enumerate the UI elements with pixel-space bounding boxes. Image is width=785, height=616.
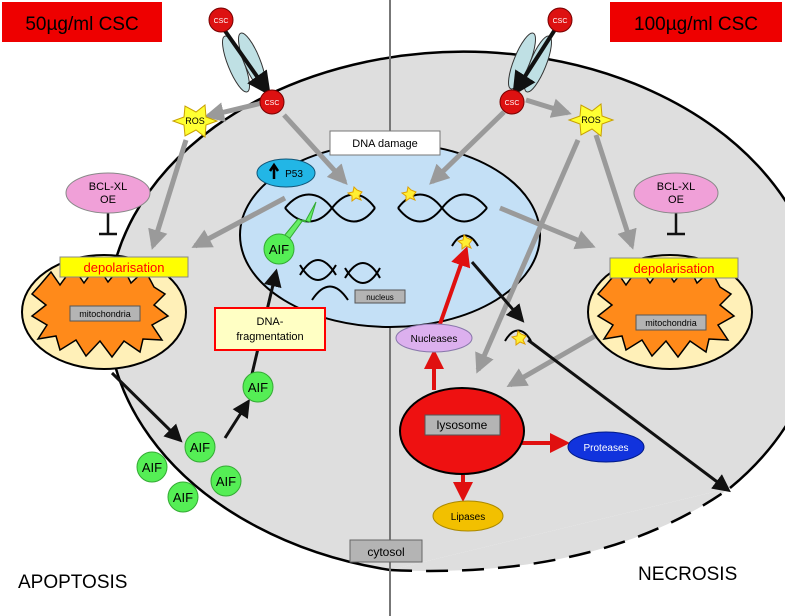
p53-up-arrow-icon — [268, 162, 280, 179]
aif-cytosol-4 — [210, 465, 242, 497]
dna-strand-right-b — [397, 193, 488, 223]
p53-badge — [256, 158, 316, 188]
ros-label-left: ROS — [185, 116, 205, 126]
cytosol-label-box — [349, 539, 423, 563]
arrow-fragment-out-of-cell — [527, 338, 731, 493]
lipases — [432, 500, 504, 532]
bclxl-right-line2: OE — [668, 194, 684, 206]
mitochondria-label-box-right — [635, 314, 707, 331]
bclxl-left-line1: BCL-XL — [89, 181, 128, 193]
aif-cytosol-1 — [136, 451, 168, 483]
depolarisation-label-right: depolarisation — [634, 261, 715, 276]
dna-fragment-e — [311, 285, 349, 301]
nucleases — [395, 323, 473, 353]
ros-burst-right — [567, 103, 615, 137]
aif-in-nucleus — [263, 233, 295, 265]
necrosis-label: NECROSIS — [638, 564, 737, 585]
arrow-csc-to-dna-left — [282, 113, 348, 185]
left-condition-label: 50µg/ml CSC — [25, 14, 138, 35]
damage-star-fragment-b — [510, 329, 527, 346]
nucleus-label-box — [354, 289, 406, 304]
proteases-label: Proteases — [583, 443, 628, 454]
csc-label-right-top: CSC — [553, 18, 568, 25]
depolarisation-box-left — [59, 256, 189, 278]
lipases-label: Lipases — [451, 512, 485, 523]
csc-label-right-inside: CSC — [505, 100, 520, 107]
right-condition-banner — [610, 2, 782, 42]
nucleus-label: nucleus — [366, 293, 394, 302]
left-condition-banner — [2, 2, 162, 42]
csc-ball-right-top — [547, 7, 573, 33]
aif-cytosol-3 — [167, 481, 199, 513]
proteases — [567, 431, 645, 463]
apoptosis-label: APOPTOSIS — [18, 572, 127, 593]
arrow-aif-to-aif — [223, 398, 250, 439]
nucleases-label: Nucleases — [411, 334, 458, 345]
dna-fragment-b — [299, 264, 337, 281]
bclxl-left-line2: OE — [100, 194, 116, 206]
bclxl-right — [633, 172, 719, 214]
bclxl-left — [65, 172, 151, 214]
aif-label-released: AIF — [248, 380, 268, 395]
csc-ball-right-inside — [499, 89, 525, 115]
arrow-ros-to-depol-left — [148, 139, 189, 250]
arrow-mito-release-aif — [110, 371, 183, 443]
aif-label-cytosol-3: AIF — [173, 490, 193, 505]
damage-star-fragment-a — [456, 233, 473, 250]
aif-cytosol-2 — [184, 431, 216, 463]
dna-damage-label: DNA damage — [352, 138, 417, 150]
arrow-csc-to-ros-right — [525, 97, 572, 118]
fragmentation-lightning-icon — [284, 201, 317, 238]
dna-fragmentation-box — [214, 307, 326, 351]
cytosol-label: cytosol — [367, 545, 404, 559]
right-condition-label: 100µg/ml CSC — [634, 14, 758, 35]
csc-label-left-inside: CSC — [265, 100, 280, 107]
cell-membrane-broken — [389, 486, 731, 573]
mitochondria-label-right: mitochondria — [645, 318, 697, 328]
csc-entry-arrow-left — [221, 26, 271, 96]
lysosome-label: lysosome — [437, 418, 488, 432]
aif-released — [242, 371, 274, 403]
lysosome-label-box — [424, 414, 501, 436]
arrow-ros-to-lysosome — [475, 139, 581, 374]
p53-label: P53 — [285, 169, 303, 180]
dna-damage-box — [329, 130, 441, 156]
damage-star-left — [346, 185, 363, 202]
damage-star-center — [400, 185, 417, 202]
csc-entry-arrow-right — [512, 26, 558, 97]
dna-fragmentation-line1: DNA- — [257, 316, 284, 328]
aif-label-cytosol-4: AIF — [216, 474, 236, 489]
aif-label-nucleus: AIF — [269, 242, 289, 257]
arrow-nucleases-to-dna — [438, 246, 471, 325]
depolarisation-box-right — [609, 257, 739, 279]
aif-label-cytosol-1: AIF — [142, 460, 162, 475]
arrow-nucleus-to-depol-left — [191, 195, 287, 249]
csc-ball-left-inside — [259, 89, 285, 115]
dna-fragment-d — [344, 267, 381, 284]
aif-label-cytosol-2: AIF — [190, 440, 210, 455]
arrow-ros-to-depol-right — [593, 134, 637, 250]
arrow-csc-to-dna-right — [429, 110, 506, 185]
bclxl-right-line1: BCL-XL — [657, 181, 696, 193]
ros-label-right: ROS — [581, 115, 601, 125]
depolarisation-label-left: depolarisation — [84, 260, 165, 275]
arrow-csc-to-ros-left — [204, 100, 263, 122]
dna-fragmentation-line2: fragmentation — [236, 331, 303, 343]
mitochondria-label-left: mitochondria — [79, 309, 131, 319]
arrow-nucleus-to-depol-right — [499, 205, 596, 250]
ros-burst-left — [171, 104, 219, 138]
csc-ball-left-top — [208, 7, 234, 33]
arrow-fragment-to-fragment — [470, 261, 525, 323]
mitochondria-label-box-left — [69, 305, 141, 322]
arrow-mito-to-lysosome — [506, 333, 597, 388]
csc-label-left-top: CSC — [214, 18, 229, 25]
